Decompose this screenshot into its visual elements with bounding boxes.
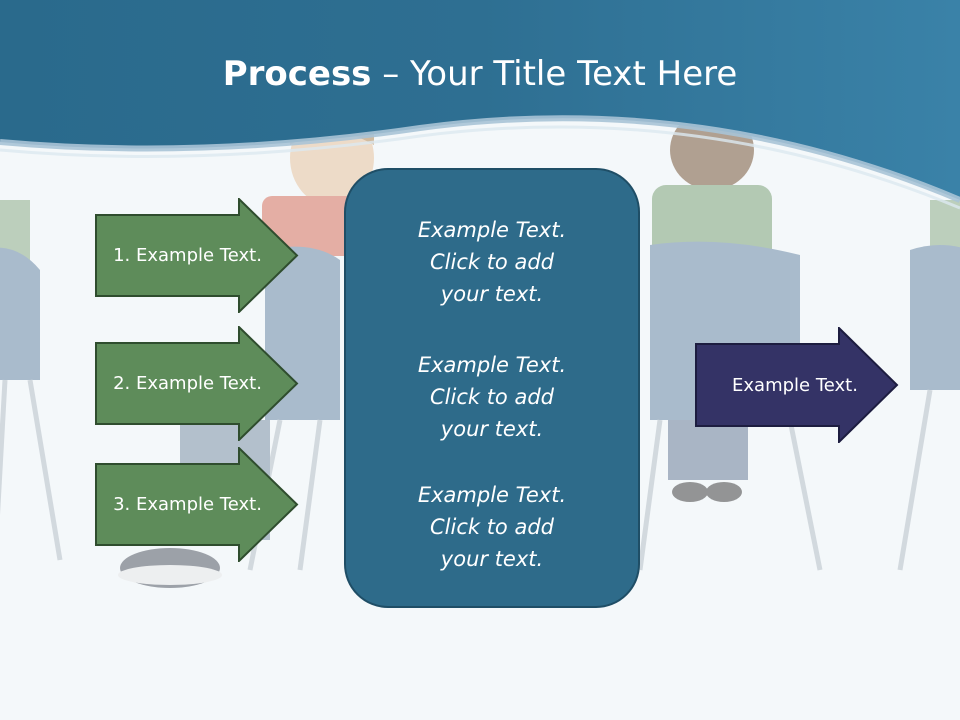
text-line: Example Text.	[417, 483, 567, 507]
arrow-label: 2. Example Text.	[113, 373, 262, 394]
text-line: your text.	[440, 282, 544, 306]
center-text-block-3: Example Text. Click to add your text.	[346, 479, 638, 575]
arrow-label: 1. Example Text.	[113, 245, 262, 266]
text-line: Click to add	[429, 250, 554, 274]
text-line: Click to add	[429, 385, 554, 409]
arrow-label: 3. Example Text.	[113, 494, 262, 515]
title-rest: – Your Title Text Here	[371, 54, 738, 94]
process-arrow-1[interactable]: 1. Example Text.	[95, 198, 299, 313]
text-line: Click to add	[429, 515, 554, 539]
arrow-shape	[695, 327, 899, 443]
arrow-shape	[95, 198, 299, 313]
process-arrow-2[interactable]: 2. Example Text.	[95, 326, 299, 441]
center-text-box[interactable]: Example Text. Click to add your text. Ex…	[344, 168, 640, 608]
arrow-shape	[95, 447, 299, 562]
arrow-label: Example Text.	[732, 374, 858, 396]
center-text-block-2: Example Text. Click to add your text.	[346, 349, 638, 445]
title-bold: Process	[222, 54, 372, 94]
process-arrow-3[interactable]: 3. Example Text.	[95, 447, 299, 562]
output-arrow[interactable]: Example Text.	[695, 327, 899, 443]
text-line: Example Text.	[417, 353, 567, 377]
center-text-block-1: Example Text. Click to add your text.	[346, 214, 638, 310]
arrow-shape	[95, 326, 299, 441]
text-line: your text.	[440, 417, 544, 441]
slide-title: Process – Your Title Text Here	[0, 52, 960, 96]
text-line: Example Text.	[417, 218, 567, 242]
text-line: your text.	[440, 547, 544, 571]
